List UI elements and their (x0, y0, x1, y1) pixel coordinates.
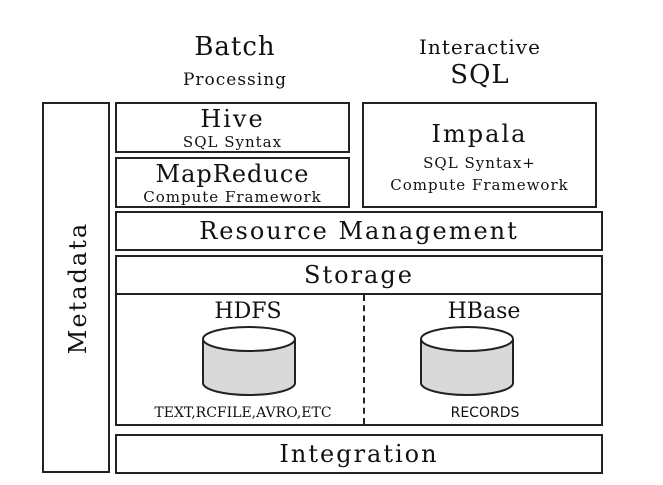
metadata-label: Metadata (64, 221, 92, 355)
resource-management-label: Resource Management (199, 217, 519, 245)
hive-subtitle: SQL Syntax (182, 133, 283, 151)
batch-title: Batch (194, 32, 276, 62)
resource-management-box: Resource Management (115, 211, 603, 251)
hdfs-cylinder-icon (202, 326, 296, 396)
mapreduce-title: MapReduce (155, 160, 310, 188)
metadata-box: Metadata (42, 102, 110, 473)
hdfs-caption: TEXT,RCFILE,AVRO,ETC (154, 405, 332, 421)
storage-header-box: Storage (115, 255, 603, 295)
mapreduce-box: MapReduce Compute Framework (115, 157, 350, 208)
hdfs-title: HDFS (214, 299, 282, 324)
integration-box: Integration (115, 434, 603, 474)
impala-subtitle-line1: SQL Syntax+ (423, 154, 536, 172)
impala-subtitle-line2: Compute Framework (390, 176, 569, 194)
hbase-title: HBase (447, 299, 521, 324)
mapreduce-subtitle: Compute Framework (143, 188, 322, 206)
hbase-caption: RECORDS (450, 405, 520, 421)
storage-label: Storage (304, 261, 414, 289)
impala-box: Impala SQL Syntax+ Compute Framework (362, 102, 597, 208)
storage-body-box: HDFS TEXT,RCFILE,AVRO,ETC HBase RECORDS (115, 293, 603, 426)
interactive-subtitle: SQL (450, 60, 510, 90)
hbase-cylinder-icon (420, 326, 514, 396)
batch-subtitle: Processing (182, 70, 288, 90)
storage-divider (363, 295, 365, 424)
interactive-title: Interactive (419, 35, 541, 59)
hive-title: Hive (200, 105, 265, 133)
hive-box: Hive SQL Syntax (115, 102, 350, 153)
impala-title: Impala (431, 120, 528, 148)
integration-label: Integration (279, 440, 439, 468)
